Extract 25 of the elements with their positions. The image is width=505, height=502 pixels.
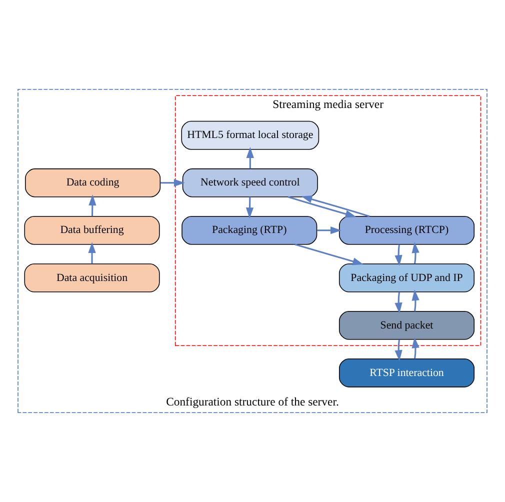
- node-box: Data coding: [25, 168, 161, 198]
- node-box: Packaging of UDP and IP: [338, 263, 475, 292]
- node-box: Send packet: [338, 310, 475, 340]
- arrow: [160, 179, 185, 187]
- arrow: [246, 147, 254, 169]
- node-box: Processing (RTCP): [338, 216, 475, 245]
- arrow: [412, 290, 420, 312]
- arrow: [394, 339, 402, 362]
- node-box: Network speed control: [182, 168, 318, 198]
- arrow: [394, 292, 402, 314]
- arrow: [88, 194, 96, 216]
- arrow: [88, 242, 96, 264]
- node-box: Data acquisition: [24, 263, 160, 292]
- arrow: [412, 242, 420, 264]
- node-box: Packaging (RTP): [182, 216, 318, 245]
- arrow: [412, 337, 420, 359]
- node-box: Data buffering: [24, 216, 160, 245]
- arrow: [317, 226, 342, 234]
- arrow: [301, 196, 370, 218]
- node-box: RTSP interaction: [338, 358, 475, 388]
- node-box: HTML5 format local storage: [181, 120, 320, 150]
- arrow: [246, 196, 254, 219]
- arrow: [288, 196, 356, 218]
- arrow: [394, 244, 402, 266]
- arrow: [294, 244, 364, 266]
